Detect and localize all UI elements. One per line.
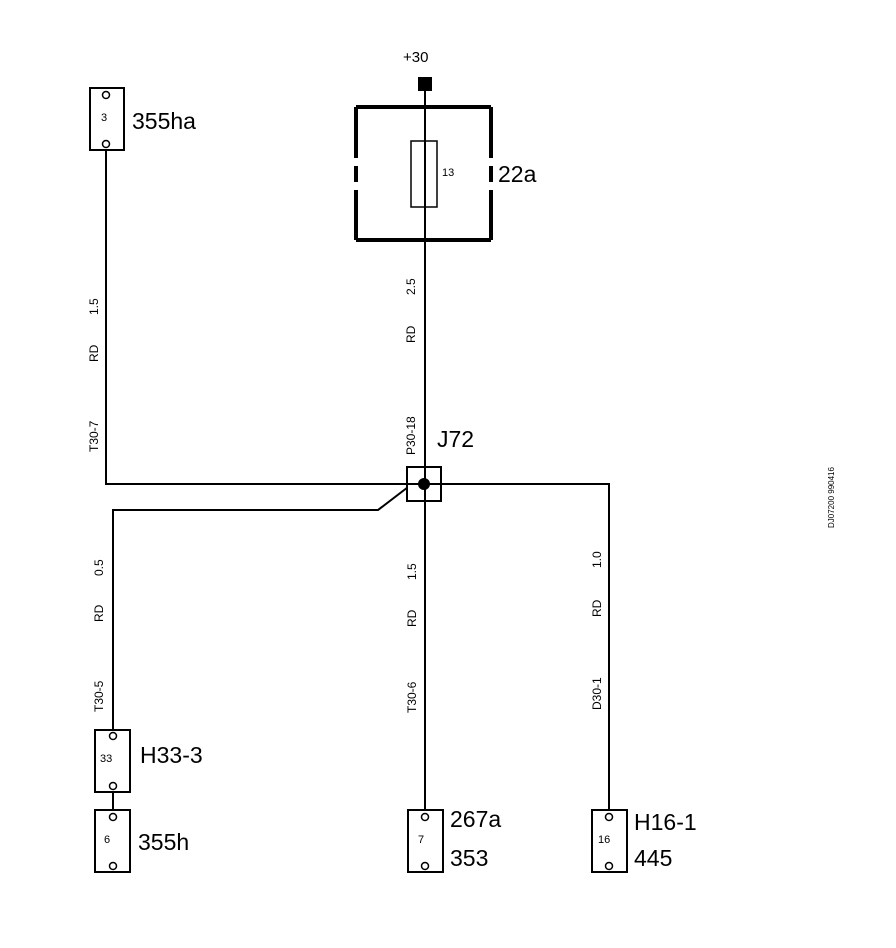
connector-pin: 33 (100, 753, 112, 765)
pin-hole-icon (108, 731, 118, 741)
wire-terminal: D30-1 (590, 677, 604, 710)
fuse-box (354, 105, 493, 242)
fuse-id: 22a (498, 161, 537, 187)
diagram-code: DJ07200 990416 (827, 467, 836, 528)
junction-id: J72 (437, 426, 474, 452)
connector-label: 355ha (132, 108, 196, 134)
wire-color: RD (405, 609, 419, 627)
wire-right-bottom (425, 483, 610, 812)
pin-hole-icon (604, 812, 614, 822)
connector-pin: 7 (418, 834, 424, 846)
connector-pin: 3 (101, 112, 107, 124)
pin-hole-icon (420, 861, 430, 871)
pin-hole-icon (101, 90, 111, 100)
connector-pin: 6 (104, 834, 110, 846)
wires (105, 88, 610, 812)
pin-hole-icon (420, 812, 430, 822)
connector-pin: 16 (598, 834, 610, 846)
connector-bottom-mid: 7 (407, 809, 444, 873)
wire-terminal: T30-6 (405, 681, 419, 713)
supply-terminal-icon (418, 77, 432, 91)
wire-left-bottom (112, 483, 413, 731)
wire-left-top (105, 148, 425, 485)
connector-h33: 33 (94, 729, 131, 793)
pin-hole-icon (604, 861, 614, 871)
wire-color: RD (87, 344, 101, 362)
wire-color: RD (92, 604, 106, 622)
connector-bottom-right: 16 (591, 809, 628, 873)
wire-terminal: T30-7 (87, 420, 101, 452)
connector-label: H33-3 (140, 742, 203, 768)
wire-size: 2.5 (404, 278, 418, 295)
wire-color: RD (404, 325, 418, 343)
wire-size: 1.0 (590, 551, 604, 568)
connector-label: 267a (450, 806, 501, 832)
connector-bottom-left: 6 (94, 809, 131, 873)
wire-terminal: T30-5 (92, 680, 106, 712)
wire-color: RD (590, 599, 604, 617)
wire-terminal: P30-18 (404, 416, 418, 455)
wire-size: 1.5 (405, 563, 419, 580)
fuse-number: 13 (442, 167, 454, 179)
connector-label-2: 353 (450, 845, 488, 871)
connector-label: 355h (138, 829, 189, 855)
pin-hole-icon (108, 812, 118, 822)
wire-size: 0.5 (92, 559, 106, 576)
junction-dot-icon (418, 478, 430, 490)
connector-label: H16-1 (634, 809, 697, 835)
connector-top-left: 3 (89, 87, 125, 151)
supply-label: +30 (403, 49, 428, 66)
connector-label-2: 445 (634, 845, 672, 871)
pin-hole-icon (108, 861, 118, 871)
pin-hole-icon (101, 139, 111, 149)
wire-size: 1.5 (87, 298, 101, 315)
pin-hole-icon (108, 781, 118, 791)
